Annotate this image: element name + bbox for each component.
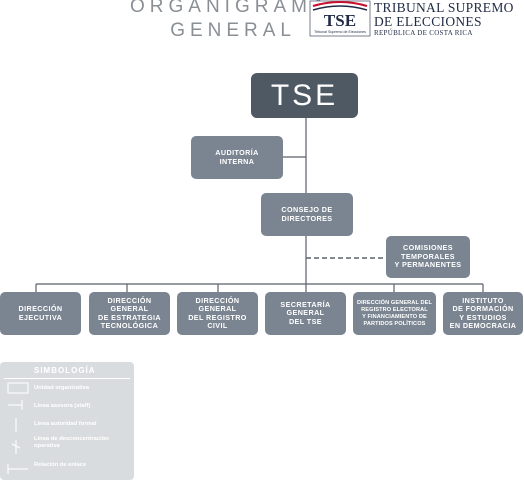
org-unit-executive: DIRECCIÓN EJECUTIVA bbox=[0, 292, 81, 335]
legend-item-deconcentration: Línea de desconcentración operativa bbox=[34, 436, 109, 449]
institution-country: REPÚBLICA DE COSTA RICA bbox=[374, 29, 473, 37]
logo-mark: TSE bbox=[324, 11, 356, 30]
chart-title-line1: ORGANIGRAMA bbox=[130, 0, 330, 17]
chart-title-line2: GENERAL bbox=[170, 20, 296, 41]
legend-item-unit: Unidad organizativa bbox=[34, 385, 90, 391]
legend-item-liaison: Relación de enlace bbox=[34, 462, 87, 468]
org-unit-democracy-institute: INSTITUTO DE FORMACIÓN Y ESTUDIOS EN DEM… bbox=[443, 292, 523, 335]
org-unit-tse: TSE bbox=[251, 73, 358, 118]
legend-item-staff: Línea asesora (staff) bbox=[34, 403, 91, 409]
deconcentration-line-symbol-tick bbox=[11, 443, 21, 449]
legend-title-underline bbox=[4, 378, 130, 379]
tse-logo: TSE Tribunal Supremo de Elecciones bbox=[309, 0, 371, 37]
legend-title: SIMBOLOGÍA bbox=[34, 366, 96, 375]
legend-symbols bbox=[7, 382, 29, 474]
org-unit-secretariat: SECRETARÍA GENERAL DEL TSE bbox=[265, 292, 346, 335]
org-unit-electoral-registry: DIRECCIÓN GENERAL DEL REGISTRO ELECTORAL… bbox=[353, 292, 436, 335]
org-unit-council: CONSEJO DE DIRECTORES bbox=[261, 193, 353, 236]
org-unit-audit: AUDITORÍA INTERNA bbox=[191, 136, 283, 179]
legend-panel: SIMBOLOGÍA Unidad organizativa Línea ase… bbox=[0, 362, 134, 480]
institution-line2: DE ELECCIONES bbox=[374, 14, 482, 29]
unit-symbol-icon bbox=[7, 382, 29, 394]
org-unit-commissions: COMISIONES TEMPORALES Y PERMANENTES bbox=[386, 236, 470, 278]
org-unit-technology: DIRECCIÓN GENERAL DE ESTRATEGIA TECNOLÓG… bbox=[89, 292, 170, 335]
legend-item-authority: Línea autoridad formal bbox=[34, 421, 97, 427]
org-unit-civil-registry: DIRECCIÓN GENERAL DEL REGISTRO CIVIL bbox=[177, 292, 258, 335]
institution-line1: TRIBUNAL SUPREMO bbox=[374, 0, 514, 15]
logo-mark-caption: Tribunal Supremo de Elecciones bbox=[314, 30, 366, 34]
